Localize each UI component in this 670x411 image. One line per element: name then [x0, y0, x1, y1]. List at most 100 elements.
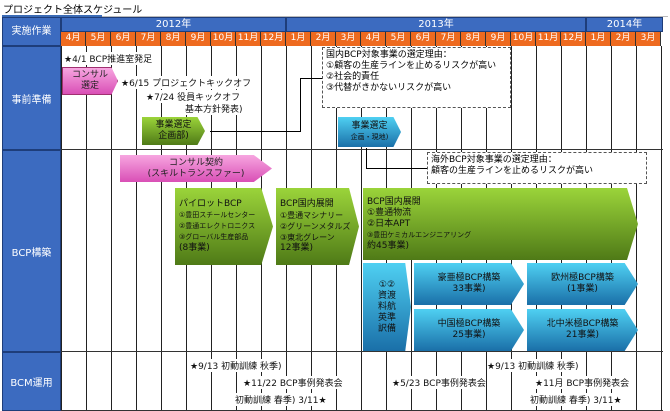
label: 33事業): [452, 284, 486, 294]
month-header: 6月: [111, 32, 136, 46]
divider: [102, 16, 668, 17]
label: 選定: [80, 81, 99, 91]
month-header: 10月: [211, 32, 236, 46]
title-underline: [2, 15, 102, 17]
event-exec-kickoff: ★7/24 役員キックオフ: [146, 90, 241, 103]
line: ②社会的責任: [326, 72, 380, 82]
month-header: 7月: [136, 32, 161, 46]
event-case-presentation-2012: ★11/22 BCP事例発表会: [243, 376, 343, 389]
event-drill-spring-2014: 初動訓練 春季) 3/11★: [530, 393, 622, 406]
label: BCP国内展開: [280, 199, 334, 209]
label: コンサル: [71, 70, 108, 80]
event-drill-autumn-2012: ★9/13 初動訓練 秋季): [190, 359, 282, 372]
label: 企画・現地): [350, 133, 389, 141]
label: (1事業): [567, 284, 598, 294]
month-header: 10月: [511, 32, 536, 46]
label: 21事業): [566, 330, 599, 340]
year-2012: 2012年: [61, 17, 286, 32]
month-header: 5月: [386, 32, 411, 46]
label: ②豊通エレクトロニクス: [179, 222, 256, 230]
event-drill-autumn-2013: ★9/13 初動訓練 秋季): [487, 359, 579, 372]
month-header: 6月: [411, 32, 436, 46]
month-header: 8月: [161, 32, 186, 46]
month-header: 9月: [186, 32, 211, 46]
label: ①②: [378, 279, 396, 290]
label: 中国極BCP構築: [437, 319, 501, 329]
month-header: 3月: [636, 32, 661, 46]
connector: [300, 78, 322, 79]
label: BCP国内展開: [367, 196, 421, 207]
month-header: 9月: [486, 32, 511, 46]
label: 12事業): [280, 243, 313, 253]
row-label-build: BCP構築: [2, 150, 61, 352]
event-drill-spring-2013: 初動訓練 春季) 3/11★: [235, 393, 327, 406]
line: ①顧客の生産ラインを止めるリスクが高い: [326, 61, 497, 71]
overseas-reason-box: 海外BCP対象事業の選定理由：顧客の生産ラインを止めるリスクが高い: [427, 152, 647, 184]
label: 企画部): [158, 131, 189, 141]
label: 料航: [377, 301, 396, 312]
label: ①豊通物流: [367, 207, 412, 218]
label: 豪亜極BCP構築: [437, 273, 501, 283]
event-policy: 基本方針発表): [185, 102, 243, 115]
page-title: プロジェクト全体スケジュール: [3, 5, 143, 16]
label: 北中米極BCP構築: [546, 319, 619, 329]
label: 訳備: [377, 323, 396, 334]
europe-bcp-arrow: 欧州極BCP構築(1事業): [527, 263, 638, 305]
consul-select-arrow: コンサル選定: [62, 67, 118, 95]
label: 欧州極BCP構築: [551, 273, 614, 283]
month-header: 1月: [586, 32, 611, 46]
month-header: 7月: [436, 32, 461, 46]
line: 海外BCP対象事業の選定理由：: [431, 155, 557, 165]
line: 国内BCP対象事業の選定理由：: [326, 50, 452, 60]
label: ②グリーンメタルズ: [280, 222, 351, 231]
label: 事業選定: [351, 121, 388, 131]
label: 資渡: [377, 290, 396, 301]
month-header: 8月: [461, 32, 486, 46]
event-case-presentation-2014: ★11月 BCP事例発表会: [535, 376, 630, 389]
label: ②日本APT: [367, 218, 411, 229]
label: ①豊田スチールセンター: [179, 211, 256, 219]
label: 25事業): [452, 330, 486, 340]
row-label-prep: 事前準備: [2, 46, 61, 150]
month-header: 2月: [611, 32, 636, 46]
label: 約45事業): [367, 240, 409, 251]
row-label-ops: BCM運用: [2, 352, 61, 411]
month-header: 4月: [361, 32, 386, 46]
consul-contract-arrow: コンサル契約(スキルトランスファー): [120, 155, 272, 182]
column-header: 実施作業: [2, 17, 61, 46]
connector: [366, 148, 367, 168]
connector: [366, 168, 427, 169]
select-planning-arrow: 事業選定企画部): [142, 117, 205, 145]
label: パイロットBCP: [179, 199, 242, 209]
label: 英準: [377, 312, 396, 323]
label: 事業選定: [155, 120, 192, 130]
connector: [300, 78, 301, 132]
line: ③代替がきかないリスクが高い: [326, 83, 452, 93]
label: ③グローバル生産部品: [179, 233, 249, 241]
event-bcp-office: ★4/1 BCP推進室発足: [64, 52, 153, 65]
pilot-bcp-arrow: パイロットBCP ①豊田スチールセンター ②豊通エレクトロニクス ③グローバル生産部品…: [175, 188, 273, 265]
month-header: 12月: [261, 32, 286, 46]
year-2014: 2014年: [586, 17, 663, 32]
label: ③豊田ケミカルエンジニアリング: [367, 230, 472, 239]
label: ③東北グレーン: [280, 233, 335, 242]
month-header: 4月: [61, 32, 86, 46]
month-header: 5月: [86, 32, 111, 46]
month-header: 3月: [336, 32, 361, 46]
label: (スキルトランスファー): [147, 168, 245, 179]
label: (8事業): [179, 243, 210, 253]
connector: [210, 131, 300, 132]
month-header: 2月: [311, 32, 336, 46]
month-header: 1月: [286, 32, 311, 46]
line: 顧客の生産ラインを止めるリスクが高い: [431, 166, 594, 176]
label: コンサル契約: [168, 157, 223, 168]
year-2013: 2013年: [286, 17, 586, 32]
event-project-kickoff: ★6/15 プロジェクトキックオフ: [121, 76, 252, 89]
